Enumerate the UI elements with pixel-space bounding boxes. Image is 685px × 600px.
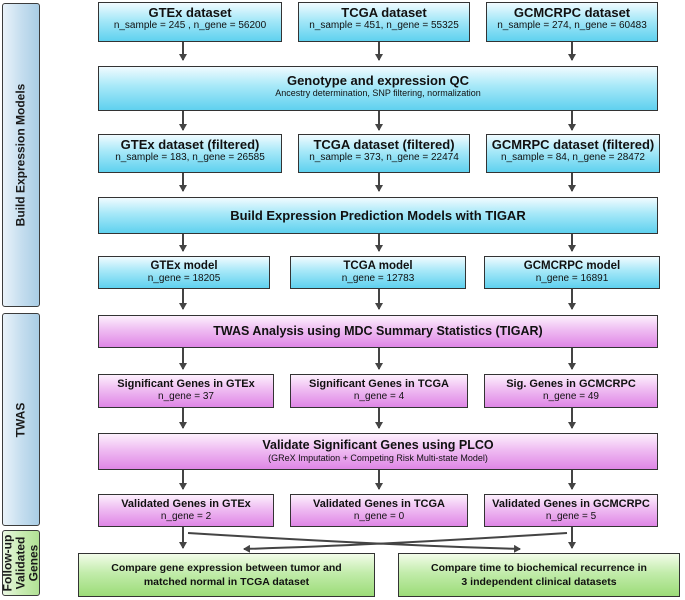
build-models-box: Build Expression Prediction Models with … — [98, 197, 658, 234]
section-label-followup: Follow-up Validated Genes — [1, 530, 41, 596]
sig-genes-gcmcrpc-box: Sig. Genes in GCMCRPC n_gene = 49 — [484, 374, 658, 408]
sig-genes-gcmcrpc-sub: n_gene = 49 — [543, 391, 599, 402]
arrow — [187, 532, 521, 553]
gtex-model-title: GTEx model — [150, 260, 218, 272]
followup-tumor-line1: Compare gene expression between tumor an… — [111, 562, 342, 574]
gtex-dataset-sub: n_sample = 245 , n_gene = 56200 — [113, 20, 267, 31]
validated-gcmcrpc-sub: n_gene = 5 — [545, 511, 597, 522]
gtex-model-sub: n_gene = 18205 — [147, 273, 221, 284]
twas-analysis-title: TWAS Analysis using MDC Summary Statisti… — [213, 324, 543, 338]
gcmrpc-filtered-sub: n_sample = 84, n_gene = 28472 — [500, 152, 645, 163]
validate-box: Validate Significant Genes using PLCO (G… — [98, 433, 658, 470]
sig-genes-gtex-sub: n_gene = 37 — [158, 391, 214, 402]
gcmcrpc-model-sub: n_gene = 16891 — [535, 273, 609, 284]
gcmrpc-filtered-title: GCMRPC dataset (filtered) — [491, 137, 655, 152]
gtex-filtered-sub: n_sample = 183, n_gene = 26585 — [115, 152, 265, 163]
build-models-title: Build Expression Prediction Models with … — [230, 208, 526, 223]
validated-gtex-title: Validated Genes in GTEx — [121, 498, 251, 510]
tcga-model-title: TCGA model — [343, 260, 413, 272]
gcmrpc-filtered-box: GCMRPC dataset (filtered) n_sample = 84,… — [486, 134, 660, 173]
sig-genes-gcmcrpc-title: Sig. Genes in GCMCRPC — [506, 378, 636, 390]
followup-tumor-line2: matched normal in TCGA dataset — [143, 576, 310, 588]
tcga-dataset-sub: n_sample = 451, n_gene = 55325 — [309, 20, 459, 31]
sig-genes-gtex-box: Significant Genes in GTEx n_gene = 37 — [98, 374, 274, 408]
gcmcrpc-model-title: GCMCRPC model — [523, 260, 621, 272]
gcmcrpc-dataset-box: GCMCRPC dataset n_sample = 274, n_gene =… — [486, 2, 658, 42]
sig-genes-tcga-box: Significant Genes in TCGA n_gene = 4 — [290, 374, 468, 408]
section-label-twas: TWAS — [2, 313, 40, 526]
gcmcrpc-dataset-title: GCMCRPC dataset — [513, 5, 631, 20]
tcga-model-sub: n_gene = 12783 — [341, 273, 415, 284]
validated-gcmcrpc-box: Validated Genes in GCMCRPC n_gene = 5 — [484, 494, 658, 527]
tcga-dataset-title: TCGA dataset — [341, 5, 427, 20]
validated-tcga-title: Validated Genes in TCGA — [312, 498, 446, 510]
qc-title: Genotype and expression QC — [286, 73, 470, 88]
gtex-dataset-title: GTEx dataset — [148, 5, 232, 20]
followup-recurrence-box: Compare time to biochemical recurrence i… — [398, 553, 680, 597]
tcga-filtered-box: TCGA dataset (filtered) n_sample = 373, … — [298, 134, 470, 173]
qc-box: Genotype and expression QC Ancestry dete… — [98, 66, 658, 111]
qc-sub: Ancestry determination, SNP filtering, n… — [275, 88, 481, 98]
validate-sub: (GReX Imputation + Competing Risk Multi-… — [268, 453, 488, 463]
arrow — [243, 532, 568, 553]
sig-genes-tcga-title: Significant Genes in TCGA — [309, 378, 449, 390]
sig-genes-tcga-sub: n_gene = 4 — [353, 391, 405, 402]
validated-gtex-box: Validated Genes in GTEx n_gene = 2 — [98, 494, 274, 527]
gtex-dataset-box: GTEx dataset n_sample = 245 , n_gene = 5… — [98, 2, 282, 42]
followup-recurrence-line1: Compare time to biochemical recurrence i… — [431, 562, 647, 574]
validated-tcga-box: Validated Genes in TCGA n_gene = 0 — [290, 494, 468, 527]
tcga-dataset-box: TCGA dataset n_sample = 451, n_gene = 55… — [298, 2, 470, 42]
gcmcrpc-dataset-sub: n_sample = 274, n_gene = 60483 — [497, 20, 647, 31]
tcga-filtered-title: TCGA dataset (filtered) — [313, 137, 455, 152]
validated-tcga-sub: n_gene = 0 — [353, 511, 405, 522]
validate-title: Validate Significant Genes using PLCO — [262, 438, 494, 452]
section-label-build: Build Expression Models — [2, 3, 40, 307]
sig-genes-gtex-title: Significant Genes in GTEx — [117, 378, 255, 390]
gcmcrpc-model-box: GCMCRPC model n_gene = 16891 — [484, 256, 660, 289]
validated-gcmcrpc-title: Validated Genes in GCMCRPC — [492, 498, 650, 510]
followup-recurrence-line2: 3 independent clinical datasets — [461, 576, 617, 588]
gtex-model-box: GTEx model n_gene = 18205 — [98, 256, 270, 289]
tcga-model-box: TCGA model n_gene = 12783 — [290, 256, 466, 289]
twas-analysis-box: TWAS Analysis using MDC Summary Statisti… — [98, 315, 658, 348]
validated-gtex-sub: n_gene = 2 — [160, 511, 212, 522]
tcga-filtered-sub: n_sample = 373, n_gene = 22474 — [309, 152, 459, 163]
gtex-filtered-title: GTEx dataset (filtered) — [120, 137, 260, 152]
gtex-filtered-box: GTEx dataset (filtered) n_sample = 183, … — [98, 134, 282, 173]
followup-tumor-box: Compare gene expression between tumor an… — [78, 553, 375, 597]
